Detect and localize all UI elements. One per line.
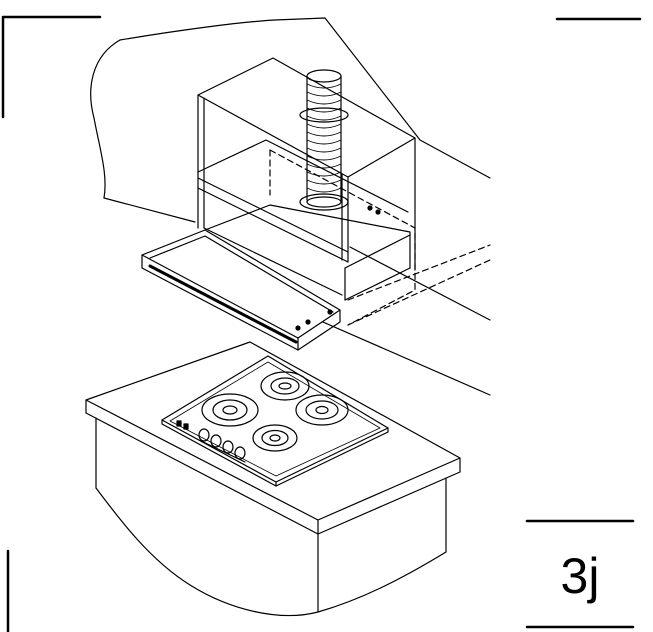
hood-hidden-outline xyxy=(269,149,491,326)
extraction-duct xyxy=(299,69,349,211)
control-knobs xyxy=(176,420,246,463)
hot-plate-right xyxy=(295,394,349,426)
hot-plate-left xyxy=(201,393,259,427)
hot-plate-back xyxy=(260,371,310,401)
hood-visor xyxy=(141,229,341,351)
kitchen-counter xyxy=(85,341,461,617)
step-label: 3j xyxy=(560,548,600,604)
hot-plate-front xyxy=(252,424,298,452)
step-label-rules xyxy=(525,519,635,629)
crop-marks xyxy=(1,15,642,632)
cooktop xyxy=(161,355,389,487)
wall-outline xyxy=(90,17,491,396)
hood-body xyxy=(204,204,411,301)
